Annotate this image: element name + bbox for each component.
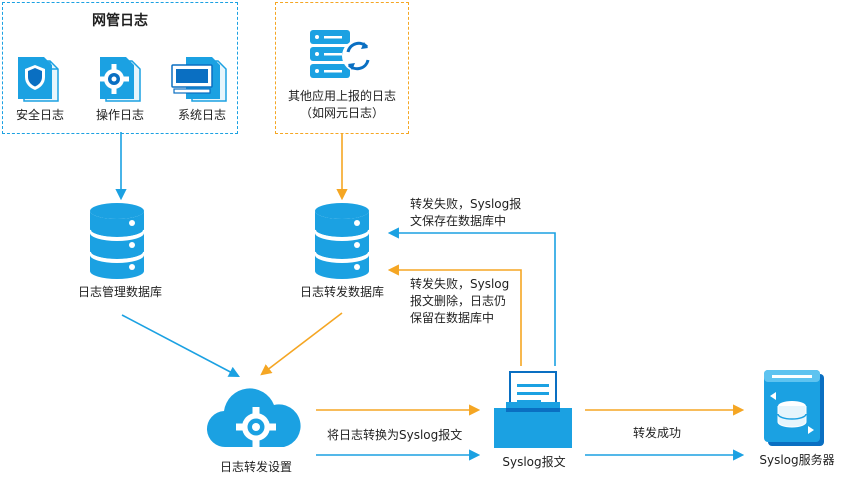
other-app-log-group bbox=[275, 2, 409, 134]
monitor-doc-icon bbox=[171, 57, 227, 102]
syslog-message-label: Syslog报文 bbox=[502, 455, 566, 469]
arrow-logdb-to-settings bbox=[121, 314, 240, 378]
forward-settings-label: 日志转发设置 bbox=[219, 460, 292, 474]
fail-keep-label-line2: 文保存在数据库中 bbox=[410, 214, 507, 228]
operation-log-label: 操作日志 bbox=[95, 108, 144, 122]
convert-label: 将日志转换为Syslog报文 bbox=[327, 428, 463, 442]
fail-keep-label-line1: 转发失败，Syslog报 bbox=[410, 197, 522, 211]
syslog-server-label: Syslog服务器 bbox=[759, 453, 835, 467]
gear-doc-icon bbox=[99, 57, 141, 102]
syslog-server-icon bbox=[764, 370, 824, 446]
server-sync-icon bbox=[310, 30, 374, 78]
nms-log-group bbox=[2, 2, 238, 134]
security-log-label: 安全日志 bbox=[15, 108, 64, 122]
cloud-gear-icon bbox=[206, 388, 301, 448]
other-app-log-line1: 其他应用上报的日志 bbox=[287, 89, 396, 103]
fail-delete-label-line3: 保留在数据库中 bbox=[410, 311, 495, 325]
other-app-log-line2: （如网元日志） bbox=[299, 106, 384, 120]
arrow-fail-keep bbox=[387, 227, 556, 366]
arrow-forwarddb-to-settings bbox=[260, 312, 343, 376]
forward-db-icon bbox=[314, 203, 370, 279]
arrow-fail-delete bbox=[387, 264, 522, 366]
fail-delete-label-line2: 报文删除，日志仍 bbox=[410, 294, 507, 308]
forward-db-label: 日志转发数据库 bbox=[299, 285, 384, 299]
shield-doc-icon bbox=[18, 57, 59, 102]
log-db-icon bbox=[89, 203, 145, 279]
fail-delete-label-line1: 转发失败，Syslog bbox=[410, 277, 510, 291]
success-label: 转发成功 bbox=[633, 426, 682, 440]
syslog-message-icon bbox=[494, 371, 572, 448]
nms-log-group-title: 网管日志 bbox=[92, 13, 148, 29]
system-log-label: 系统日志 bbox=[177, 108, 226, 122]
log-db-label: 日志管理数据库 bbox=[77, 285, 162, 299]
